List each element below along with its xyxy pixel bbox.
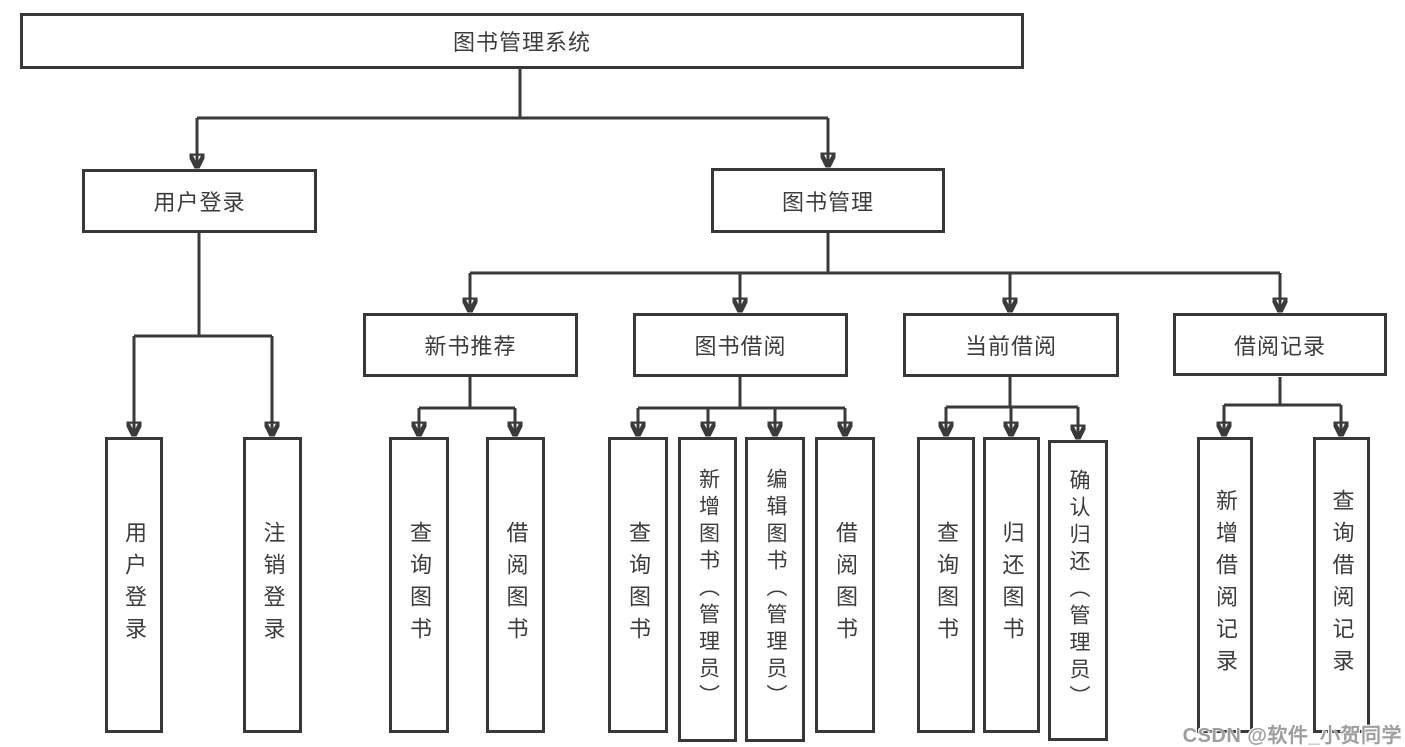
connector-current-borrow-trunk [946, 377, 1078, 409]
connector-book-borrow-trunk [638, 377, 845, 410]
connector-new-book-trunk [419, 377, 515, 410]
connector-borrow-records-trunk [1224, 377, 1341, 407]
csdn-watermark: CSDN @软件_小贺同学 [1182, 725, 1402, 747]
node-new-book-recommendation: 新书推荐 [363, 313, 578, 377]
leaf-add-books-admin: 新增图书（管理员） [678, 437, 737, 742]
connector-book-mgmt-trunk [470, 233, 1280, 275]
leaf-confirm-return-admin: 确认归还（管理员） [1048, 440, 1108, 741]
leaf-query-books-borrowing: 查询图书 [608, 437, 668, 733]
connector-user-login-trunk [134, 233, 272, 338]
node-book-borrowing: 图书借阅 [633, 313, 848, 377]
leaf-return-books: 归还图书 [983, 437, 1040, 733]
node-borrowing-records: 借阅记录 [1173, 313, 1387, 376]
node-book-management: 图书管理 [711, 168, 945, 233]
node-current-borrowing: 当前借阅 [903, 313, 1119, 377]
node-user-login: 用户登录 [82, 169, 317, 233]
connector-root-trunk [197, 68, 828, 120]
leaf-query-borrow-record: 查询借阅记录 [1313, 437, 1370, 733]
leaf-user-login: 用户登录 [105, 437, 163, 733]
leaf-edit-books-admin: 编辑图书（管理员） [745, 437, 805, 742]
leaf-query-books-current: 查询图书 [917, 437, 975, 733]
node-root-system: 图书管理系统 [20, 13, 1024, 69]
leaf-query-books-recommendation: 查询图书 [389, 437, 449, 733]
leaf-logout: 注销登录 [243, 437, 302, 733]
leaf-borrow-books-recommendation: 借阅图书 [486, 437, 545, 733]
leaf-add-borrow-record: 新增借阅记录 [1197, 437, 1253, 733]
leaf-borrow-books: 借阅图书 [815, 437, 875, 733]
